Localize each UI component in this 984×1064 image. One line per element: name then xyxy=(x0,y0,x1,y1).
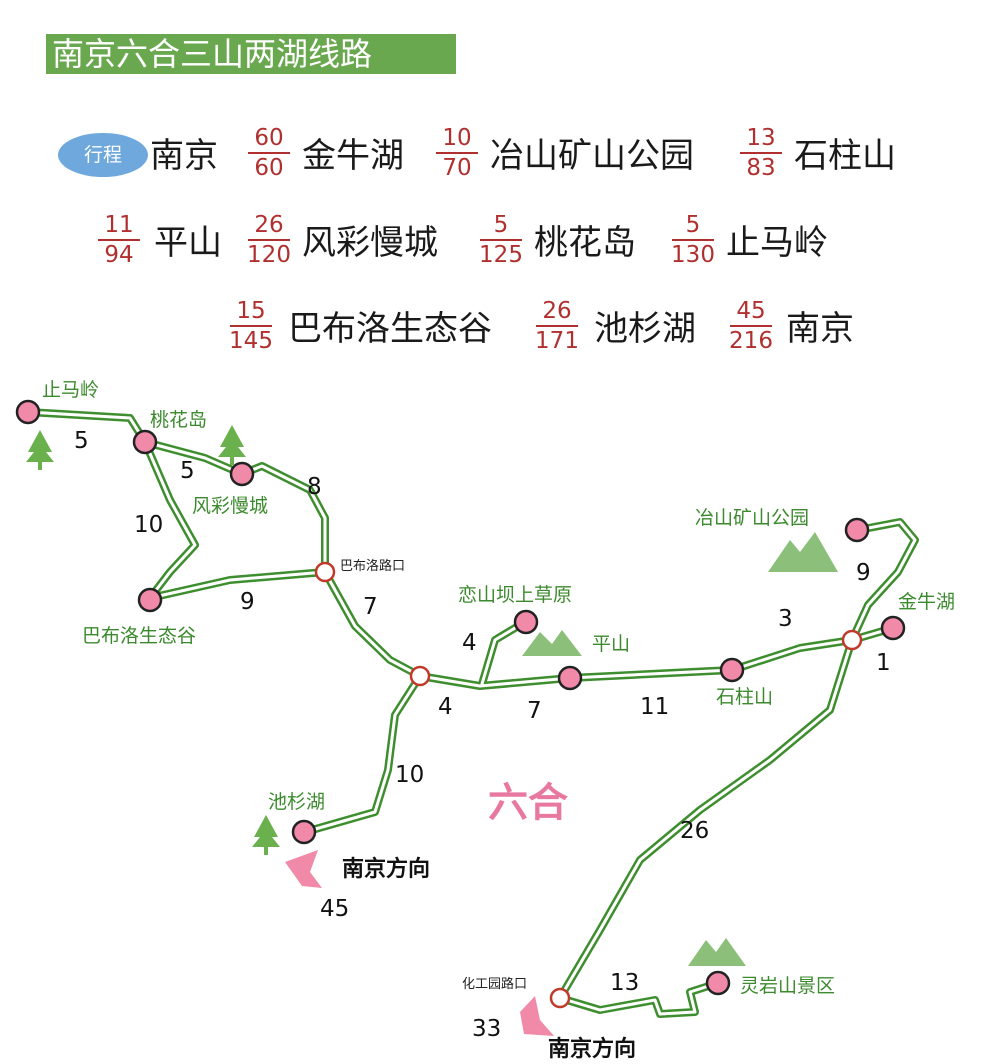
road-network-inner xyxy=(26,410,917,1016)
junction-markers xyxy=(314,561,863,1009)
distance-label: 10 xyxy=(134,512,163,538)
label-pingshan: 平山 xyxy=(592,633,630,655)
itinerary-stop: 平山 xyxy=(154,223,222,263)
distance-label: 5 xyxy=(180,458,195,484)
junction-center xyxy=(409,665,431,687)
direction-label: 南京方向 xyxy=(342,856,430,882)
label-zhimaling: 止马岭 xyxy=(42,379,99,401)
stop-lianshan xyxy=(513,609,539,635)
stop-babuluo xyxy=(137,587,163,613)
distance-label: 3 xyxy=(778,606,793,632)
itinerary-stop: 止马岭 xyxy=(726,223,828,263)
distance-label: 13 xyxy=(610,970,639,996)
stop-markers xyxy=(15,399,906,996)
label-taohuadao: 桃花岛 xyxy=(150,409,207,431)
label-chishanhu: 池杉湖 xyxy=(268,791,325,813)
junction-east xyxy=(841,629,863,651)
direction-arrow-icon xyxy=(285,850,554,1036)
itinerary-stop: 南京 xyxy=(786,309,854,349)
distance-label: 4 xyxy=(462,630,477,656)
label-yeshan: 冶山矿山公园 xyxy=(695,507,809,529)
distance-label: 26 xyxy=(680,818,709,844)
distance-label: 9 xyxy=(240,589,255,615)
junction-babuluo xyxy=(314,561,336,583)
label-fengcai: 风彩慢城 xyxy=(192,495,268,517)
itinerary-stop: 池杉湖 xyxy=(594,309,696,349)
distance-label: 9 xyxy=(856,560,871,586)
itinerary-stop: 冶山矿山公园 xyxy=(490,136,694,176)
distance-label: 4 xyxy=(438,694,453,720)
stop-zhimaling xyxy=(15,399,41,425)
itinerary-stop: 金牛湖 xyxy=(302,136,404,176)
distance-label: 7 xyxy=(363,594,378,620)
distance-label: 5 xyxy=(74,428,89,454)
itinerary-stop: 巴布洛生态谷 xyxy=(288,309,492,349)
label-lingyanshan: 灵岩山景区 xyxy=(740,975,835,997)
stop-shizhushan xyxy=(719,657,745,683)
itinerary-stop: 桃花岛 xyxy=(534,223,636,263)
label-babuluo-junction: 巴布洛路口 xyxy=(340,558,405,574)
junction-huagongyuan xyxy=(549,987,571,1009)
itinerary-stop: 南京 xyxy=(150,136,218,176)
region-label: 六合 xyxy=(488,780,568,826)
itinerary-stop: 石柱山 xyxy=(794,136,896,176)
stop-taohuadao xyxy=(132,429,158,455)
mountain-icon xyxy=(522,532,838,966)
stop-fengcai xyxy=(229,461,255,487)
tree-icon xyxy=(26,425,280,855)
distance-label: 45 xyxy=(320,896,349,922)
distance-label: 1 xyxy=(876,650,891,676)
distance-label: 10 xyxy=(395,762,424,788)
route-map: 止马岭 桃花岛 风彩慢城 巴布洛生态谷 恋山坝上草原 平山 石柱山 冶山矿山公园… xyxy=(15,379,955,1062)
itinerary-badge: 行程 xyxy=(58,133,148,177)
distance-label: 8 xyxy=(307,474,322,500)
distance-label: 7 xyxy=(527,698,542,724)
distance-label: 33 xyxy=(472,1016,501,1042)
label-babuluo: 巴布洛生态谷 xyxy=(82,625,196,647)
page-title: 南京六合三山两湖线路 xyxy=(46,34,456,74)
stop-pingshan xyxy=(557,665,583,691)
stop-chishanhu xyxy=(291,819,317,845)
stop-jinniuhu xyxy=(880,615,906,641)
itinerary-stop: 风彩慢城 xyxy=(302,223,438,263)
stop-yeshan xyxy=(844,517,870,543)
road-network-outer xyxy=(24,408,919,1018)
stop-lingyanshan xyxy=(705,970,731,996)
label-jinniuhu: 金牛湖 xyxy=(898,591,955,613)
label-shizhushan: 石柱山 xyxy=(716,686,773,708)
label-huagongyuan-junction: 化工园路口 xyxy=(462,976,527,992)
distance-label: 11 xyxy=(640,694,669,720)
direction-label: 南京方向 xyxy=(548,1036,636,1062)
label-lianshan: 恋山坝上草原 xyxy=(458,584,572,606)
